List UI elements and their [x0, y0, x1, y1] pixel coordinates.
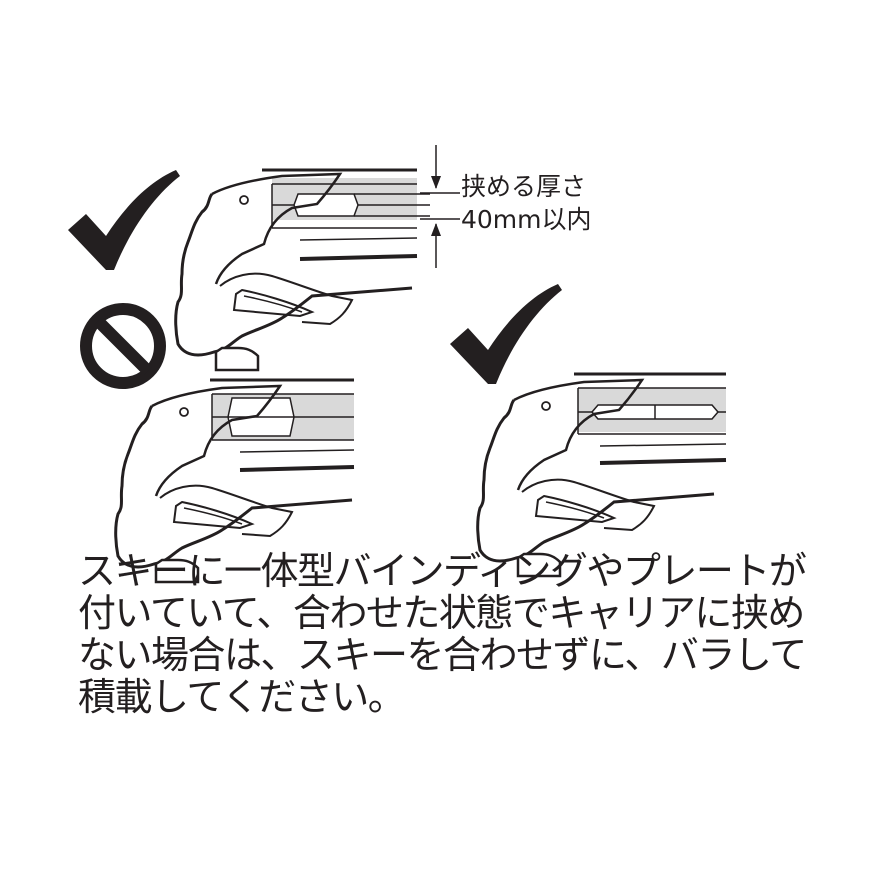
dimension-indicator — [420, 145, 460, 268]
paired-skis-thick-binding — [212, 397, 354, 437]
instruction-line: 付いていて、合わせた状態でキャリアに挟め — [78, 591, 805, 635]
checkmark-icon — [68, 170, 180, 270]
separated-skis — [578, 404, 726, 420]
instruction-text: スキーに一体型バインディングやプレートが 付いていて、合わせた状態でキャリアに挟… — [78, 550, 818, 718]
instruction-line: スキーに一体型バインディングやプレートが — [78, 549, 807, 593]
instruction-line: 積載してください。 — [78, 675, 406, 719]
thickness-limit-label: 40mm以内 — [461, 205, 592, 234]
panel-top-ok — [68, 145, 460, 372]
instruction-line: ない場合は、スキーを合わせずに、バラして — [78, 633, 807, 677]
checkmark-icon — [450, 284, 562, 384]
clamp-thickness-label: 挟める厚さ — [461, 172, 587, 201]
prohibited-icon — [80, 303, 166, 389]
panel-bottom-right-ok — [450, 284, 727, 578]
panel-bottom-left-prohibited — [80, 303, 355, 584]
paired-skis-thin — [272, 193, 430, 217]
